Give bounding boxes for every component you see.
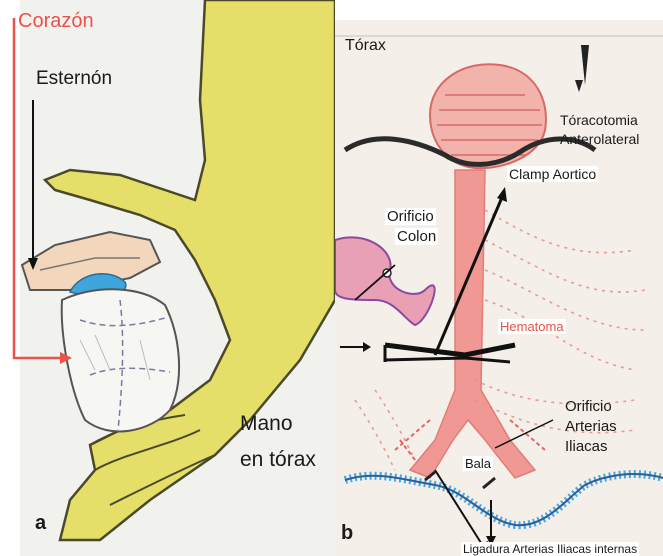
heart-shape (430, 64, 546, 168)
hand-label-line2: en tórax (240, 448, 316, 472)
thoracotomy-label-line1: Tóracotomia (560, 112, 638, 128)
hand-label-line1: Mano (240, 412, 293, 436)
sternum-label: Esternón (36, 68, 112, 90)
panel-b: Tórax Tóracotomia Anterolateral Clamp Ao… (335, 0, 663, 556)
panel-a: Corazón Esternón Mano en tórax a (0, 0, 335, 556)
panel-b-illustration (335, 0, 663, 556)
ligation-label: Ligadura Arterias Iliacas internas (461, 542, 639, 556)
colon-orifice-line2: Colon (395, 228, 438, 245)
thoracotomy-label-line2: Anterolateral (560, 131, 639, 147)
hematoma-label: Hematoma (498, 319, 566, 334)
panel-a-letter: a (35, 512, 46, 535)
bullet-label: Bala (463, 456, 493, 471)
heart-label: Corazón (18, 10, 94, 33)
iliac-orifice-line1: Orificio (565, 398, 612, 415)
iliac-orifice-line3: Iliacas (565, 438, 608, 455)
iliac-orifice-line2: Arterias (565, 418, 617, 435)
panel-b-letter: b (341, 522, 353, 545)
clamp-label: Clamp Aortico (507, 166, 598, 182)
colon-orifice-line1: Orificio (385, 208, 436, 225)
thorax-label: Tórax (345, 37, 386, 55)
